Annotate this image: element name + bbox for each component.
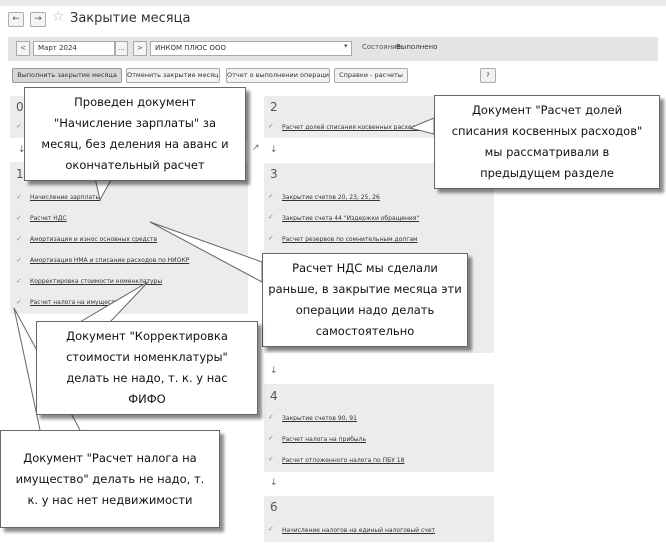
callout-line: раньше, в закрытие месяца эти [268,282,462,296]
op-close-90-91[interactable]: Закрытие счетов 90, 91 [282,415,357,422]
step-3-number: 3 [270,167,278,181]
dropdown-icon[interactable]: ▾ [344,42,348,50]
chevron-right-icon: > [137,44,143,52]
period-select-button[interactable]: ... [115,41,128,56]
callout-line: ФИФО [128,392,166,406]
op-close-44[interactable]: Закрытие счета 44 "Издержки обращения" [282,215,420,222]
organization-field[interactable]: ИНКОМ ПЛЮС ООО [150,41,352,56]
callout-line: к. у нас нет недвижимости [27,492,193,507]
step-1-panel [10,162,248,314]
back-button[interactable]: ← [8,12,24,27]
op-property-tax[interactable]: Расчет налога на имущество [30,299,122,306]
arrow-down-icon: ↓ [270,145,278,155]
state-label: Состояние: [362,43,404,51]
step-6-panel [264,496,494,542]
op-close-20-26[interactable]: Закрытие счетов 20, 23, 25, 26 [282,194,380,201]
op-profit-tax[interactable]: Расчет налога на прибыль [282,436,367,443]
report-button[interactable]: Отчет о выполнении операций [226,68,330,83]
op-salary[interactable]: Начисление зарплаты [30,194,101,201]
callout-line: Документ "Расчет долей [471,103,623,117]
check-icon: ✓ [268,525,274,533]
arrow-right-down-icon: ↗ [252,143,260,153]
callout-line: предыдущем разделе [480,166,614,180]
step-2-number: 2 [270,100,278,114]
check-icon: ✓ [16,122,22,130]
callout-line: имущество" делать не надо, т. [15,471,205,486]
top-strip [0,0,666,6]
callout-line: делать не надо, т. к. у нас [66,371,228,385]
callout-indirect-costs: Документ "Расчет долей списания косвенны… [434,95,660,189]
op-vat[interactable]: Расчет НДС [30,215,67,222]
prev-period-button[interactable]: < [16,41,30,56]
check-icon: ✓ [268,413,274,421]
double-check-icon: ✓ [16,214,22,222]
step-0-number: 0 [16,100,24,114]
callout-line: стоимости номенклатуры" [66,350,228,364]
check-icon: ✓ [16,256,22,264]
double-check-icon: ✓ [16,193,22,201]
op-cost-correction[interactable]: Корректировка стоимости номенклатуры [30,278,163,285]
op-depreciation[interactable]: Амортизация и износ основных средств [30,236,158,243]
arrow-down-icon: ↓ [18,145,26,155]
help-button[interactable]: ? [480,68,496,83]
check-icon: ✓ [268,192,274,200]
step-4-panel [264,384,494,472]
op-doubtful-debts[interactable]: Расчет резервов по сомнительным долгам [282,236,418,243]
arrow-down-icon: ↓ [270,366,278,376]
check-icon: ✓ [268,455,274,463]
check-icon: ✓ [268,213,274,221]
op-deferred-tax[interactable]: Расчет отложенного налога по ПБУ 18 [282,457,405,464]
op-intangibles[interactable]: Амортизация НМА и списание расходов по Н… [30,257,190,264]
callout-line: "Начисление зарплаты" за [54,116,216,130]
callout-line: Документ "Корректировка [66,329,228,343]
step-6-number: 6 [270,500,278,514]
arrow-right-icon: → [34,14,42,24]
arrow-left-icon: ← [12,14,20,24]
callout-line: самостоятельно [315,324,415,338]
callout-line: операции надо делать [295,303,435,317]
next-period-button[interactable]: > [133,41,147,56]
check-icon: ✓ [268,122,274,130]
callout-line: списания косвенных расходов" [451,124,643,138]
check-icon: ✓ [16,298,22,306]
callout-line: Расчет НДС мы сделали [292,261,438,275]
forward-button[interactable]: → [30,12,46,27]
callout-line: Документ "Расчет налога на [23,450,197,465]
help-calculations-button[interactable]: Справки - расчеты [334,68,408,83]
callout-line: окончательный расчет [65,158,205,172]
callout-cost-correction: Документ "Корректировка стоимости номенк… [36,321,258,415]
page-title: Закрытие месяца [70,11,191,26]
callout-line: мы рассматривали в [484,145,610,159]
check-icon: ✓ [16,235,22,243]
op-single-tax-account[interactable]: Начисление налогов на единый налоговый с… [282,527,436,534]
arrow-down-icon: ↓ [270,478,278,488]
callout-line: Проведен документ [74,95,196,109]
chevron-left-icon: < [20,44,26,52]
callout-property-tax: Документ "Расчет налога на имущество" де… [0,430,220,528]
run-closing-button[interactable]: Выполнить закрытие месяца [12,68,122,83]
callout-line: месяц, без деления на аванс и [41,137,229,151]
check-icon: ✓ [16,277,22,285]
callout-vat: Расчет НДС мы сделали раньше, в закрытие… [262,253,468,347]
callout-salary: Проведен документ "Начисление зарплаты" … [24,87,246,181]
check-icon: ✓ [268,434,274,442]
cancel-closing-button[interactable]: Отменить закрытие месяца [126,68,220,83]
step-1-number: 1 [16,167,24,181]
state-value: Выполнено [396,43,438,51]
step-4-number: 4 [270,389,278,403]
op-indirect-costs[interactable]: Расчет долей списания косвенных расходов [282,124,424,131]
check-icon: ✓ [268,234,274,242]
favorite-star-icon[interactable]: ☆ [52,9,65,25]
period-field[interactable]: Март 2024 [33,41,115,56]
